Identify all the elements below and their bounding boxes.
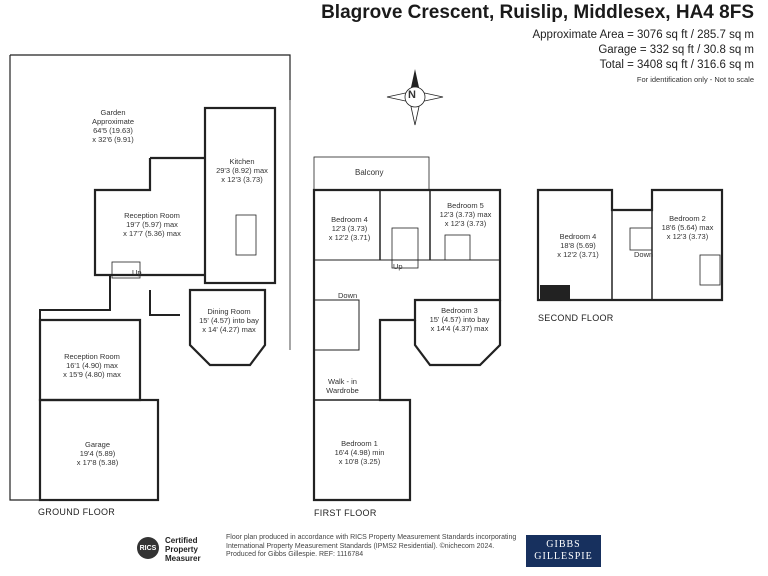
area-summary: Approximate Area = 3076 sq ft / 285.7 sq…: [532, 28, 754, 73]
gibbs-gillespie-logo: GIBBS GILLESPIE: [526, 535, 601, 567]
garage-area: Garage = 332 sq ft / 30.8 sq m: [598, 44, 754, 56]
kitchen-walls: [203, 106, 277, 285]
bedroom-bay-walls: [413, 300, 502, 367]
first-down-label: Down: [338, 291, 358, 300]
first-up-label: Up: [393, 262, 403, 271]
approx-area: Approximate Area = 3076 sq ft / 285.7 sq…: [532, 29, 754, 41]
rics-logo: RICS: [137, 537, 159, 559]
second-floor-label: SECOND FLOOR: [538, 313, 614, 323]
compass-label: N: [408, 89, 416, 101]
ground-stairs: [111, 261, 141, 279]
dark-corner-block: [540, 285, 570, 299]
property-address-title: Blagrove Crescent, Ruislip, Middlesex, H…: [321, 2, 754, 23]
reception-room-1-walls: [93, 156, 205, 277]
total-area: Total = 3408 sq ft / 316.6 sq m: [599, 59, 754, 71]
second-down-label: Down: [634, 250, 654, 259]
first-floor-label: FIRST FLOOR: [314, 508, 377, 518]
first-floor-stairs: [391, 227, 419, 269]
ground-floor-label: GROUND FLOOR: [38, 507, 116, 517]
shower-first: [444, 234, 471, 261]
hallway-walls: [39, 275, 180, 400]
dining-room-walls: [188, 288, 267, 367]
second-floor-walls: [536, 188, 724, 302]
identification-note: For identification only - Not to scale: [636, 75, 754, 84]
first-floor-outer-walls: [312, 188, 502, 502]
garden-outline: [10, 54, 291, 100]
first-floor-bathroom: [313, 299, 360, 351]
shower-second: [699, 254, 721, 286]
kitchen-island: [235, 214, 257, 256]
second-floor-stairs: [629, 227, 653, 251]
garden-left-edge: [9, 55, 40, 501]
ground-up-label: Up: [132, 268, 142, 277]
compass-rose: [386, 69, 444, 126]
balcony-label: Balcony: [355, 168, 384, 177]
measurement-statement: Floor plan produced in accordance with R…: [226, 534, 517, 559]
